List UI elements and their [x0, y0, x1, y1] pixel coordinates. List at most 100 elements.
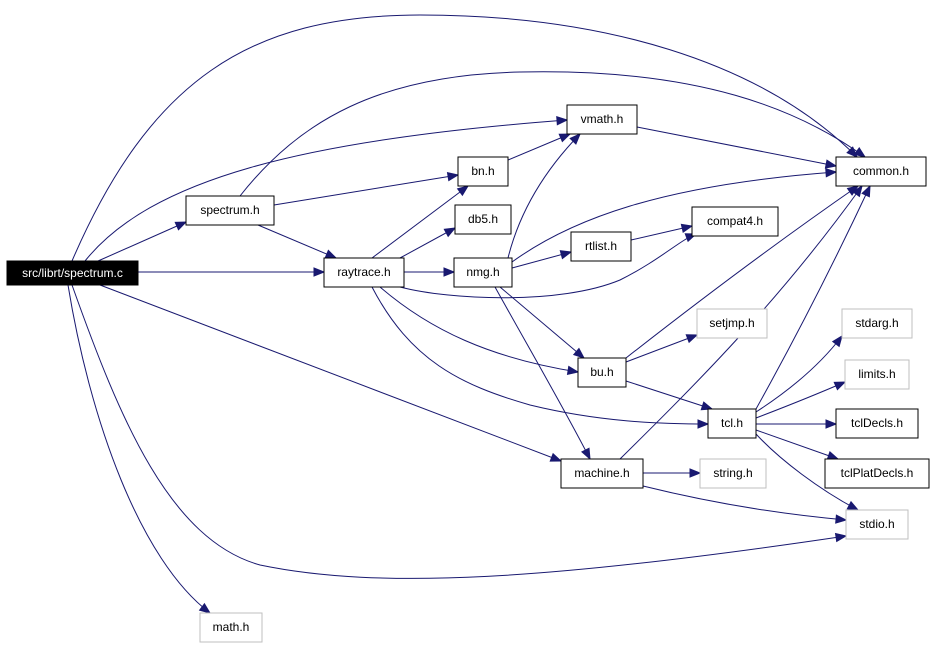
nodes: src/librt/spectrum.c spectrum.h raytrace…	[6, 104, 930, 643]
node-stdarg-h[interactable]: stdarg.h	[841, 308, 913, 339]
node-tclDecls-h[interactable]: tclDecls.h	[835, 408, 919, 439]
edge-nmg-h-to-vmath-h	[507, 133, 581, 259]
node-bu-h[interactable]: bu.h	[577, 357, 627, 388]
arrowhead-spectrum-c-to-spectrum-h	[174, 221, 188, 231]
edge-nmg-h-to-machine-h	[494, 286, 591, 460]
edge-bu-h-to-tcl-h	[625, 380, 713, 410]
arrowhead-spectrum-c-to-raytrace-h	[313, 267, 326, 277]
node-spectrum-h[interactable]: spectrum.h	[185, 195, 275, 226]
arrowhead-raytrace-h-to-bn-h	[456, 185, 470, 197]
arrowhead-tcl-h-to-stdio-h	[846, 500, 860, 511]
node-label: string.h	[713, 466, 752, 480]
node-label: compat4.h	[707, 214, 763, 228]
node-math-h[interactable]: math.h	[199, 612, 263, 643]
node-label: rtlist.h	[585, 239, 617, 253]
arrowhead-nmg-h-to-common-h	[825, 168, 838, 178]
arrowhead-raytrace-h-to-db5-h	[443, 227, 457, 238]
arrowhead-spectrum-h-to-bn-h	[446, 172, 460, 182]
arrowhead-tcl-h-to-stdarg-h	[831, 334, 843, 348]
edge-machine-h-to-stdio-h	[642, 485, 847, 521]
arrowhead-spectrum-h-to-common-h	[853, 147, 867, 158]
node-label: db5.h	[468, 212, 498, 226]
edge-bu-h-to-setjmp-h	[625, 334, 698, 363]
edge-spectrum-c-to-math-h	[67, 284, 211, 614]
arrowhead-nmg-h-to-machine-h	[581, 447, 591, 461]
node-label: stdio.h	[859, 517, 894, 531]
node-spectrum-c[interactable]: src/librt/spectrum.c	[6, 260, 139, 286]
node-machine-h[interactable]: machine.h	[560, 458, 644, 489]
edge-spectrum-h-to-raytrace-h	[257, 224, 337, 259]
node-raytrace-h[interactable]: raytrace.h	[323, 257, 405, 288]
arrowhead-bn-h-to-vmath-h	[558, 133, 572, 143]
arrowhead-bu-h-to-setjmp-h	[685, 334, 699, 344]
node-label: vmath.h	[581, 112, 624, 126]
edge-raytrace-h-to-bn-h	[371, 185, 469, 259]
node-stdio-h[interactable]: stdio.h	[845, 509, 909, 540]
arrowhead-nmg-h-to-bu-h	[572, 347, 586, 359]
node-label: setjmp.h	[709, 316, 754, 330]
node-compat4-h[interactable]: compat4.h	[691, 206, 779, 237]
edge-raytrace-h-to-bu-h	[379, 286, 579, 373]
edge-nmg-h-to-bu-h	[499, 286, 585, 359]
edge-spectrum-c-to-stdio-h	[71, 284, 847, 579]
edge-tcl-h-to-stdarg-h	[755, 335, 843, 413]
node-label: tclDecls.h	[851, 416, 903, 430]
arrowhead-machine-h-to-common-h	[852, 184, 863, 198]
node-bn-h[interactable]: bn.h	[457, 156, 509, 187]
arrowhead-vmath-h-to-common-h	[824, 159, 838, 169]
arrowhead-tcl-h-to-limits-h	[833, 381, 847, 391]
arrowhead-machine-h-to-stdio-h	[835, 514, 848, 524]
arrowhead-rtlist-h-to-compat4-h	[680, 223, 694, 233]
node-label: raytrace.h	[337, 265, 390, 279]
arrowhead-raytrace-h-to-tcl-h	[697, 419, 710, 429]
arrowhead-tcl-h-to-tclPlatDecls-h	[826, 451, 840, 460]
node-label: src/librt/spectrum.c	[22, 266, 123, 280]
node-common-h[interactable]: common.h	[835, 156, 927, 187]
node-label: tcl.h	[721, 416, 743, 430]
node-label: math.h	[213, 620, 250, 634]
edge-tcl-h-to-tclPlatDecls-h	[755, 429, 839, 460]
arrowhead-spectrum-c-to-stdio-h	[834, 532, 848, 543]
node-label: spectrum.h	[200, 203, 259, 217]
arrowhead-machine-h-to-string-h	[689, 468, 702, 478]
edge-raytrace-h-to-tcl-h	[371, 286, 709, 425]
node-limits-h[interactable]: limits.h	[844, 359, 910, 390]
arrowhead-tcl-h-to-common-h	[861, 184, 871, 198]
edge-raytrace-h-to-compat4-h	[399, 233, 697, 299]
node-label: bu.h	[590, 365, 613, 379]
node-label: machine.h	[574, 466, 629, 480]
node-label: tclPlatDecls.h	[841, 466, 914, 480]
arrowhead-nmg-h-to-vmath-h	[569, 133, 581, 145]
node-vmath-h[interactable]: vmath.h	[566, 104, 638, 135]
node-label: limits.h	[858, 367, 895, 381]
node-tcl-h[interactable]: tcl.h	[707, 408, 757, 439]
arrowhead-spectrum-c-to-machine-h	[549, 452, 563, 462]
arrowhead-spectrum-h-to-raytrace-h	[324, 249, 338, 259]
node-string-h[interactable]: string.h	[699, 458, 767, 489]
edge-spectrum-c-to-spectrum-h	[97, 221, 187, 262]
arrowhead-nmg-h-to-rtlist-h	[559, 250, 573, 260]
node-rtlist-h[interactable]: rtlist.h	[570, 231, 632, 262]
node-db5-h[interactable]: db5.h	[454, 204, 512, 235]
edge-spectrum-c-to-machine-h	[99, 284, 562, 462]
edge-vmath-h-to-common-h	[636, 126, 837, 167]
edge-bn-h-to-vmath-h	[507, 133, 571, 161]
arrowhead-spectrum-c-to-math-h	[198, 602, 212, 614]
arrowhead-tcl-h-to-tclDecls-h	[825, 419, 838, 429]
edge-spectrum-h-to-common-h	[239, 71, 866, 197]
arrowhead-raytrace-h-to-bu-h	[566, 365, 580, 376]
node-label: bn.h	[471, 164, 494, 178]
node-tclPlatDecls-h[interactable]: tclPlatDecls.h	[824, 458, 930, 489]
edge-spectrum-c-to-common-h-top	[71, 14, 858, 262]
edge-bu-h-to-common-h	[625, 185, 859, 359]
edge-spectrum-h-to-bn-h	[273, 174, 459, 206]
arrowhead-raytrace-h-to-nmg-h	[443, 267, 456, 277]
node-label: common.h	[853, 164, 909, 178]
node-setjmp-h[interactable]: setjmp.h	[696, 308, 768, 339]
edge-tcl-h-to-stdio-h	[755, 433, 859, 511]
node-label: nmg.h	[466, 265, 499, 279]
edge-tcl-h-to-limits-h	[755, 381, 846, 419]
node-nmg-h[interactable]: nmg.h	[453, 257, 513, 288]
arrowhead-bu-h-to-tcl-h	[700, 401, 714, 411]
